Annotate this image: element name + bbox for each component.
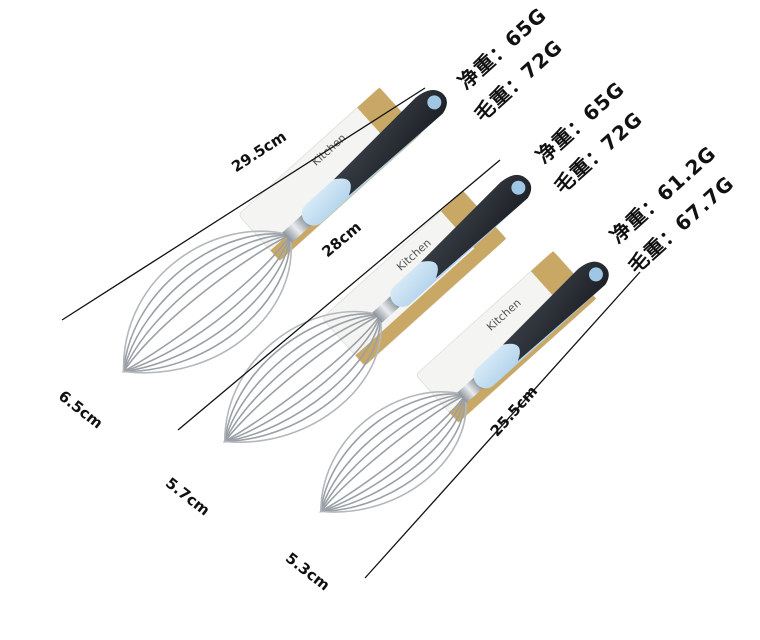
- whisk-1: Kitchen: [122, 87, 447, 374]
- whisk-handle-2: [372, 174, 532, 323]
- whisk-handle-1: [282, 89, 447, 243]
- length-line-1: [61, 87, 426, 321]
- length-line-2: [177, 159, 501, 431]
- whisk-wires-2: [223, 310, 382, 443]
- whisk-wires-1: [122, 230, 292, 374]
- whisk-wires-3: [319, 391, 467, 513]
- whisk-handle-3: [457, 261, 609, 403]
- measure-lines: [61, 87, 641, 579]
- whisk-3: Kitchen: [319, 251, 609, 513]
- length-line-3: [364, 271, 641, 579]
- whisk-2: Kitchen: [223, 174, 532, 443]
